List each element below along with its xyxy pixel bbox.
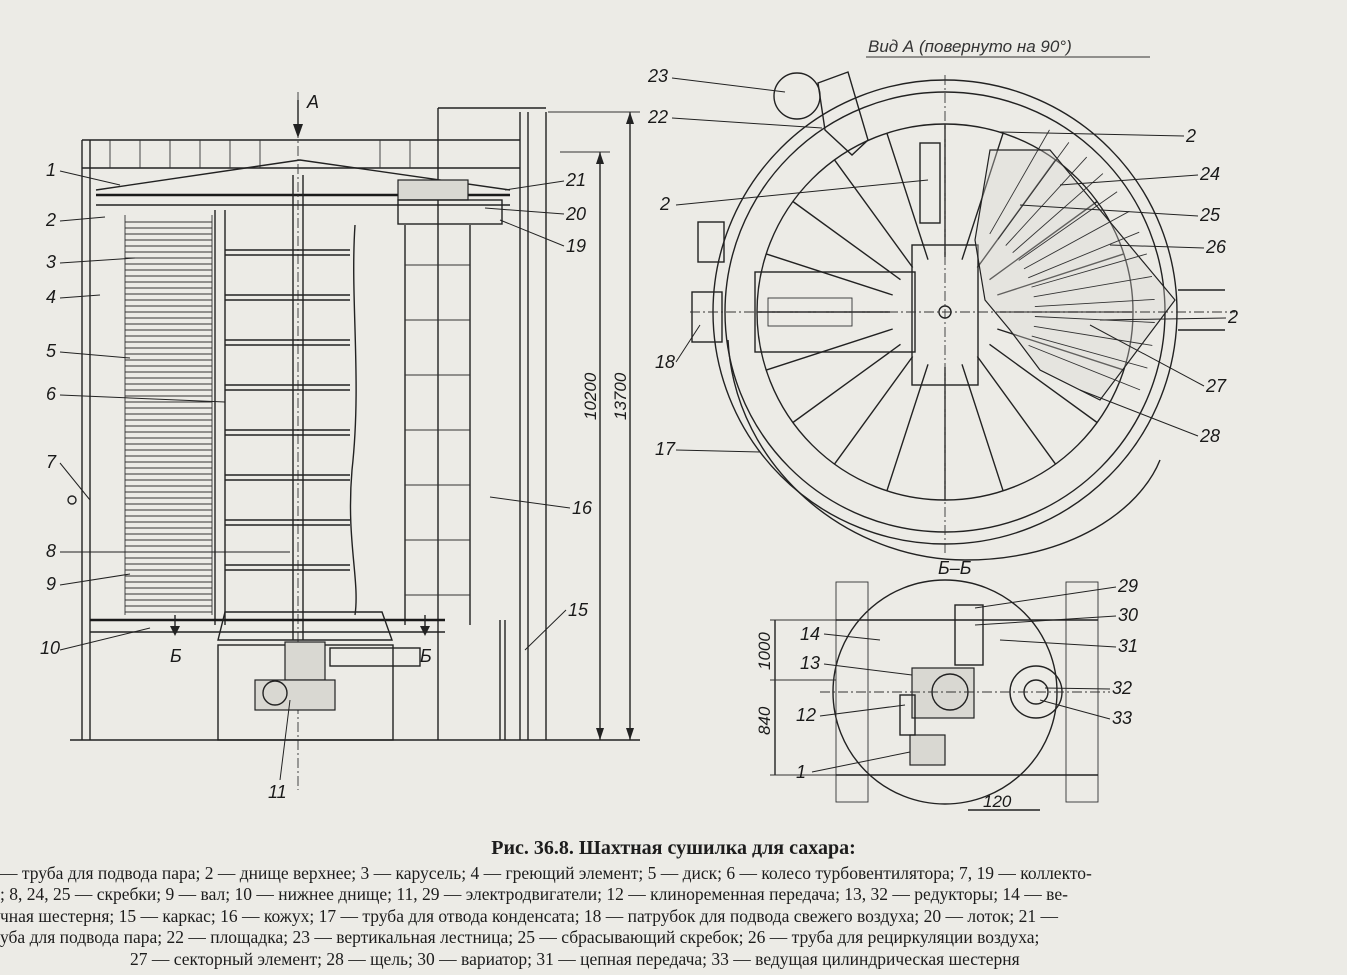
label-27: 27 — [1205, 376, 1227, 396]
label-25: 25 — [1199, 205, 1221, 225]
dim-120: 120 — [983, 792, 1012, 811]
dim-13700: 13700 — [611, 372, 630, 420]
label-4: 4 — [46, 287, 56, 307]
label-1: 1 — [46, 160, 56, 180]
label-13: 13 — [800, 653, 820, 673]
view-a-title: Вид А (повернуто на 90°) — [868, 37, 1072, 56]
label-10: 10 — [40, 638, 60, 658]
section-bb: Б–Б — [770, 558, 1110, 811]
label-26: 26 — [1205, 237, 1227, 257]
label-8: 8 — [46, 541, 56, 561]
label-2-view: 2 — [659, 194, 670, 214]
label-29: 29 — [1117, 576, 1138, 596]
caption-title: Рис. 36.8. Шахтная сушилка для сахара: — [491, 837, 856, 859]
section-mark-right: Б — [420, 646, 432, 666]
label-24: 24 — [1199, 164, 1220, 184]
section-bb-title: Б–Б — [938, 558, 972, 578]
arrow-a-label: А — [306, 92, 319, 112]
label-15: 15 — [568, 600, 589, 620]
label-9: 9 — [46, 574, 56, 594]
label-19: 19 — [566, 236, 586, 256]
label-2: 2 — [45, 210, 56, 230]
dim-840: 840 — [755, 706, 774, 735]
label-3: 3 — [46, 252, 56, 272]
label-31: 31 — [1118, 636, 1138, 656]
label-22: 22 — [647, 107, 668, 127]
dim-10200: 10200 — [581, 372, 600, 420]
section-mark-left: Б — [170, 646, 182, 666]
label-16: 16 — [572, 498, 593, 518]
caption-line-3: чная шестерня; 15 — каркас; 16 — кожух; … — [0, 905, 1058, 926]
label-21: 21 — [565, 170, 586, 190]
label-11: 11 — [268, 782, 287, 802]
dim-1000: 1000 — [755, 632, 774, 670]
caption-line-5: 27 — секторный элемент; 28 — щель; 30 — … — [130, 948, 1020, 969]
label-1-bb: 1 — [796, 762, 806, 782]
label-5: 5 — [46, 341, 57, 361]
label-32: 32 — [1112, 678, 1132, 698]
technical-drawing: А 1 2 3 4 5 6 7 8 9 10 11 15 16 19 20 21… — [40, 37, 1238, 811]
label-17: 17 — [655, 439, 676, 459]
label-7: 7 — [46, 452, 57, 472]
section-bb-labels: 1000 840 120 14 13 12 1 29 30 31 32 33 — [755, 576, 1138, 811]
label-30: 30 — [1118, 605, 1138, 625]
figure-caption: Рис. 36.8. Шахтная сушилка для сахара: —… — [0, 837, 1347, 970]
label-2-right: 2 — [1227, 307, 1238, 327]
caption-line-4: уба для подвода пара; 22 — площадка; 23 … — [0, 927, 1040, 947]
caption-line-1: — труба для подвода пара; 2 — днище верх… — [0, 862, 1092, 883]
label-12: 12 — [796, 705, 816, 725]
view-a-labels: 23 22 2 18 17 2 24 25 26 2 27 28 — [647, 66, 1238, 459]
label-20: 20 — [565, 204, 586, 224]
label-2-top: 2 — [1185, 126, 1196, 146]
label-14: 14 — [800, 624, 820, 644]
label-28: 28 — [1199, 426, 1220, 446]
label-6: 6 — [46, 384, 57, 404]
label-18: 18 — [655, 352, 675, 372]
front-view — [67, 92, 640, 790]
label-33: 33 — [1112, 708, 1132, 728]
front-view-labels: А 1 2 3 4 5 6 7 8 9 10 11 15 16 19 20 21… — [40, 92, 630, 802]
view-a: Вид А (повернуто на 90°) — [690, 37, 1235, 561]
label-23: 23 — [647, 66, 668, 86]
caption-line-2: ; 8, 24, 25 — скребки; 9 — вал; 10 — ниж… — [0, 884, 1068, 904]
